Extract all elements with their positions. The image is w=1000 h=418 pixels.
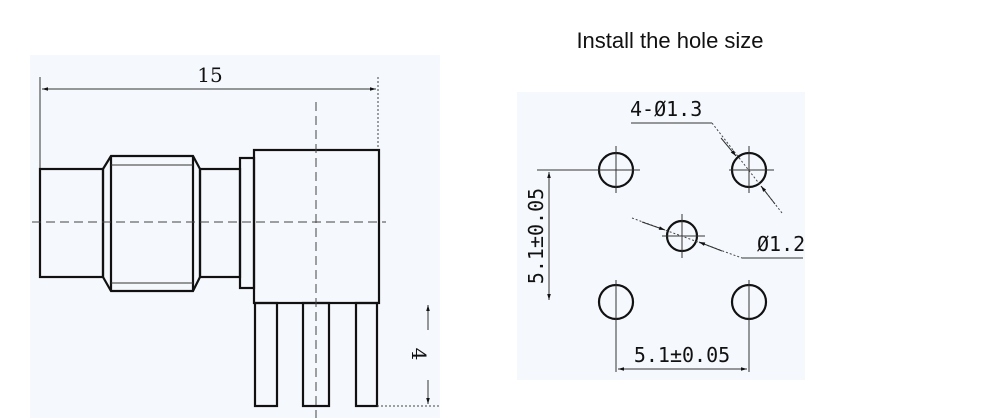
four-hole-diameter-label: 4-Ø1.3 [630,97,702,121]
leader-line [631,217,743,259]
vertical-spacing-label: 5.1±0.05 [524,188,548,284]
pin-length-label: 4 [407,348,431,361]
diagram-title: Install the hole size [576,28,764,53]
horizontal-spacing-label: 5.1±0.05 [634,343,730,367]
side-view-panel [30,55,440,418]
center-hole-diameter-label: Ø1.2 [757,232,805,256]
hole-layout-panel [517,92,805,380]
leader-line [711,122,783,214]
hole-layout: 4-Ø1.3 Ø1.2 5.1±0.05 5.1±0.05 [517,92,805,380]
side-view: 15 4 [30,55,440,418]
length-dimension-label: 15 [197,63,222,87]
pin-right [354,301,379,408]
pin-left [253,301,279,408]
